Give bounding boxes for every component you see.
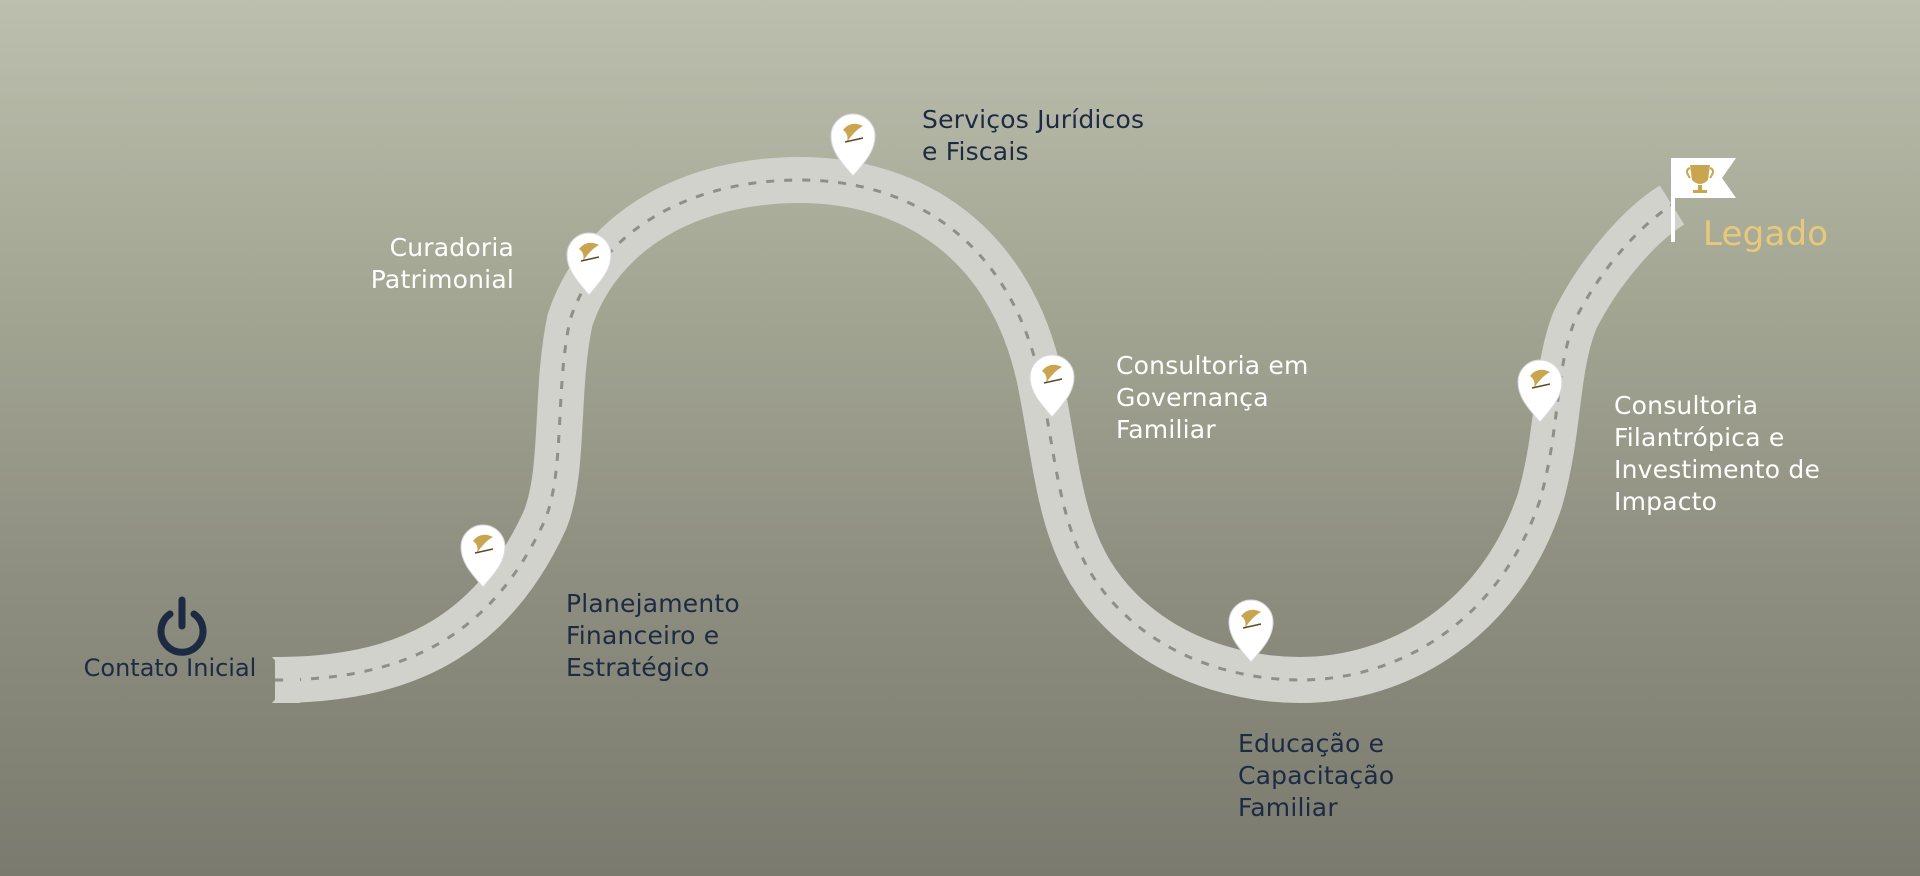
start-marker: Contato Inicial — [70, 598, 270, 682]
milestone-pin-icon[interactable] — [460, 524, 506, 588]
power-icon — [157, 596, 207, 656]
road-start-notch — [272, 657, 300, 703]
milestone-pin-icon[interactable] — [566, 232, 612, 296]
milestone-pin-icon[interactable] — [1228, 599, 1274, 663]
start-label: Contato Inicial — [83, 654, 257, 682]
step-label-planejamento: Planejamento Financeiro e Estratégico — [566, 589, 740, 682]
end-label: Legado — [1703, 214, 1829, 254]
step-label-servicos: Serviços Jurídicos e Fiscais — [922, 105, 1145, 166]
step-label-curadoria: Curadoria Patrimonial — [370, 233, 514, 294]
milestone-pin-icon[interactable] — [830, 113, 876, 177]
step-label-educacao: Educação e Capacitação Familiar — [1238, 729, 1395, 822]
milestone-pin-icon[interactable] — [1029, 354, 1075, 418]
step-label-filantropica: Consultoria Filantrópica e Investimento … — [1614, 391, 1821, 516]
trophy-flag-icon — [1671, 158, 1736, 242]
road-center-dashes — [274, 178, 1673, 682]
step-label-governanca: Consultoria em Governança Familiar — [1116, 351, 1309, 444]
milestone-pin-icon[interactable] — [1517, 359, 1563, 423]
